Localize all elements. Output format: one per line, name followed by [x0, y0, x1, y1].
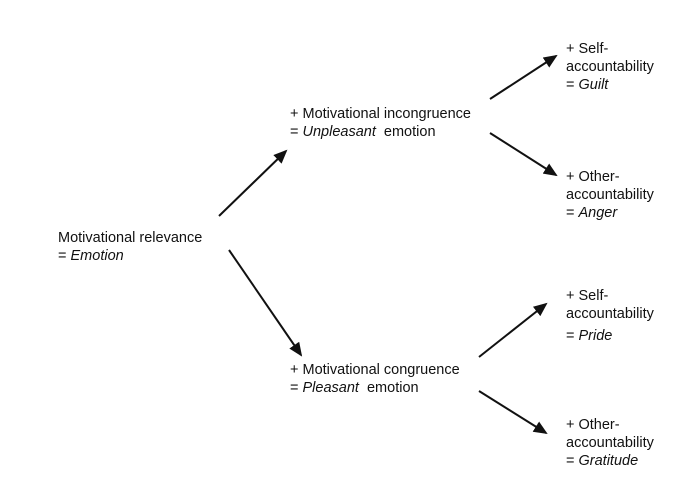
node-congruence-emphasis: Pleasant [302, 380, 359, 396]
node-incongruence-line2: = Unpleasant emotion [290, 123, 471, 141]
arrow-root-to-incongruence [218, 149, 288, 217]
node-anger-line2: accountability [566, 187, 654, 203]
node-congruence-equals: = [290, 380, 303, 396]
node-gratitude: + Other- accountability = Gratitude [566, 416, 654, 470]
node-anger-line3: = Anger [566, 204, 654, 222]
node-incongruence-emphasis: Unpleasant [302, 124, 376, 140]
node-gratitude-line1: + Other- [566, 417, 620, 433]
node-anger-equals: = [566, 205, 579, 221]
node-congruence-suffix: emotion [358, 380, 419, 396]
node-motivational-congruence: + Motivational congruence = Pleasant emo… [290, 361, 460, 397]
node-incongruence-suffix: emotion [375, 124, 436, 140]
arrow-congruence-to-gratitude [478, 390, 548, 435]
node-pride-emphasis: Pride [578, 328, 613, 344]
node-guilt-emphasis: Guilt [578, 77, 609, 93]
node-guilt-line3: = Guilt [566, 76, 654, 94]
node-gratitude-line2: accountability [566, 435, 654, 451]
node-root-equals: = [58, 248, 71, 264]
node-incongruence-line1: + Motivational incongruence [290, 106, 471, 122]
node-pride-line3: = Pride [566, 327, 654, 345]
node-congruence-line1: + Motivational congruence [290, 362, 460, 378]
node-motivational-incongruence: + Motivational incongruence = Unpleasant… [290, 105, 471, 141]
node-root-line1: Motivational relevance [58, 230, 203, 246]
node-anger: + Other- accountability = Anger [566, 168, 654, 222]
node-pride-equals: = [566, 328, 579, 344]
node-pride-line2: accountability [566, 306, 654, 322]
arrow-incongruence-to-anger [489, 132, 558, 177]
node-root-line2: = Emotion [58, 247, 202, 265]
node-pride: + Self- accountability = Pride [566, 287, 654, 345]
node-anger-line1: + Other- [566, 169, 620, 185]
arrow-congruence-to-pride [478, 302, 548, 358]
arrow-root-to-congruence [228, 249, 303, 357]
node-gratitude-equals: = [566, 453, 579, 469]
node-guilt-line2: accountability [566, 59, 654, 75]
arrow-incongruence-to-guilt [489, 54, 558, 100]
node-incongruence-equals: = [290, 124, 303, 140]
node-motivational-relevance: Motivational relevance = Emotion [58, 229, 202, 265]
node-anger-emphasis: Anger [578, 205, 618, 221]
node-gratitude-line3: = Gratitude [566, 452, 654, 470]
node-gratitude-emphasis: Gratitude [578, 453, 639, 469]
node-pride-line1: + Self- [566, 288, 609, 304]
node-guilt-line1: + Self- [566, 41, 609, 57]
node-guilt: + Self- accountability = Guilt [566, 40, 654, 94]
node-congruence-line2: = Pleasant emotion [290, 379, 460, 397]
node-root-emphasis: Emotion [70, 248, 124, 264]
node-guilt-equals: = [566, 77, 579, 93]
